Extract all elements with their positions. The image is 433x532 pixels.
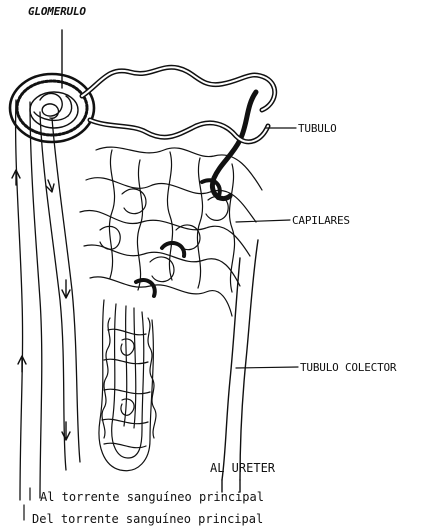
label-al-ureter: AL URETER — [210, 462, 275, 474]
capillary-network — [80, 147, 262, 316]
convoluted-tubule — [82, 67, 275, 198]
legend-to-bloodstream: Al torrente sanguíneo principal — [40, 491, 264, 503]
loop-of-henle — [99, 300, 156, 471]
collecting-tubule — [222, 240, 258, 492]
label-tubulo-colector: TUBULO COLECTOR — [300, 362, 396, 373]
label-glomerulo: GLOMERULO — [28, 6, 86, 17]
tubule-segments — [136, 180, 220, 296]
label-tubulo: TUBULO — [298, 123, 337, 134]
legend-from-bloodstream: Del torrente sanguíneo principal — [32, 513, 263, 525]
blood-vessel-left — [16, 100, 80, 500]
label-capilares: CAPILARES — [292, 215, 350, 226]
